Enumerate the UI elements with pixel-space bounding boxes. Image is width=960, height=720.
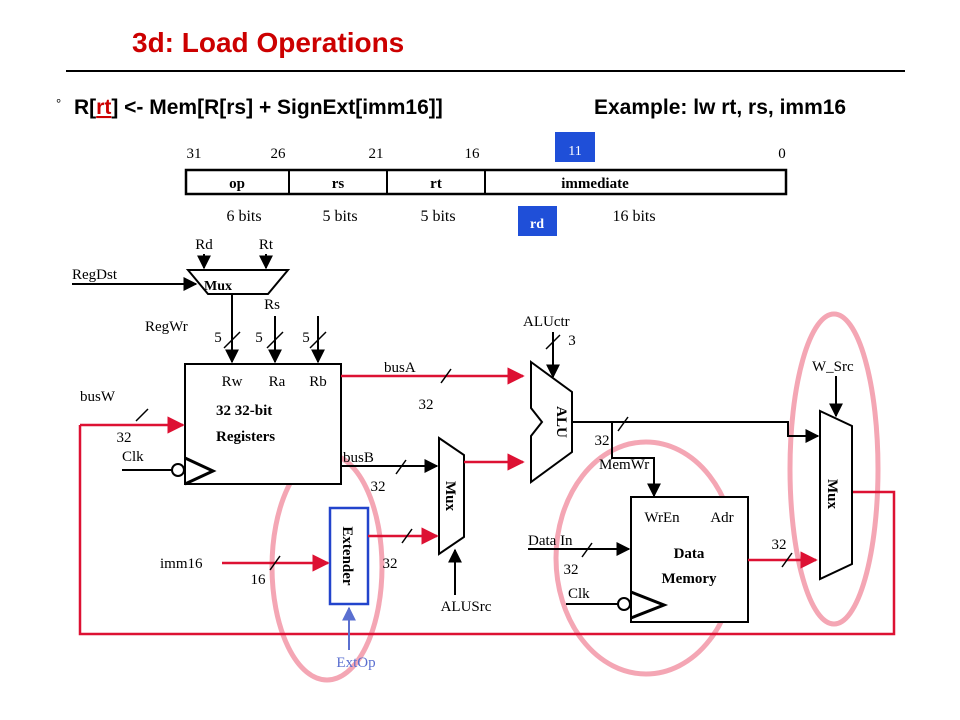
memory-output-width-32: 32 [772,537,787,553]
rtl-prefix: R[ [74,96,96,119]
writeback-feedback-wire [78,425,896,636]
bit-number-21: 21 [369,146,384,162]
adr-port-label: Adr [710,510,733,526]
bus-width-slash [401,528,413,544]
highlight-rd-label: rd [530,217,544,232]
width-rt: 5 bits [420,208,455,225]
example-instruction: Example: lw rt, rs, imm16 [594,96,846,119]
width-immediate: 16 bits [612,208,655,225]
field-immediate: immediate [561,176,629,192]
data-memory-title-line2: Memory [662,571,717,587]
alu-result-wire [572,421,661,498]
bus-width-slash [269,555,281,571]
bus-width-slash [545,334,561,350]
alusrc-mux [438,436,465,556]
wsrc-label: W_Src [812,359,854,375]
bus-width-slash [135,408,149,422]
ra-port-label: Ra [269,374,286,390]
wsrc-mux [819,409,853,581]
slide-title: 3d: Load Operations [132,27,404,58]
datain-width-32: 32 [564,562,579,578]
data-memory-clock-triangle [630,590,669,620]
data-memory-title-line1: Data [674,546,705,562]
field-rs: rs [332,176,345,192]
imm16-label: imm16 [160,556,203,572]
width-op: 6 bits [226,208,261,225]
rtl-statement: R[rt] <- Mem[R[rs] + SignExt[imm16]] [74,96,443,119]
extender-box [328,506,370,606]
rb-width-5: 5 [302,330,310,346]
alu-to-wsrc-mux-wire [612,421,820,443]
busw-label: busW [80,389,116,405]
regdst-mux-label: Mux [204,279,232,294]
field-op: op [229,176,245,192]
width-rs: 5 bits [322,208,357,225]
bus-width-slash [781,552,793,568]
field-rt: rt [430,176,442,192]
busa-label: busA [384,360,416,376]
ra-width-5: 5 [255,330,263,346]
aluctr-width-3: 3 [568,333,576,349]
alu [530,360,573,484]
bit-number-0: 0 [778,146,786,162]
wren-port-label: WrEn [644,510,680,526]
regfile-clk-label: Clk [122,449,144,465]
extender-width-32: 32 [383,556,398,572]
regdst-label: RegDst [72,267,118,283]
rb-port-label: Rb [309,374,327,390]
extop-label: ExtOp [336,655,375,671]
regfile-title-line1: 32 32-bit [216,403,272,419]
busb-width-32: 32 [371,479,386,495]
alu-label: ALU [553,406,569,438]
rt-label: Rt [259,237,274,253]
bus-width-slash [309,331,327,349]
register-file [184,363,342,485]
bus-width-slash [581,542,593,558]
busw-width-32: 32 [117,430,132,446]
data-memory-clk-label: Clk [568,586,590,602]
highlight-11-label: 11 [568,144,581,159]
alu-result-width-32: 32 [595,433,610,449]
bit-number-26: 26 [271,146,287,162]
regdst-mux [185,269,291,295]
highlight-11-box [555,132,595,162]
imm16-width-16: 16 [251,572,267,588]
regfile-clock-bubble [171,463,185,477]
busa-width-32: 32 [419,397,434,413]
memwr-label: MemWr [599,457,649,473]
highlight-rd-box [518,206,557,236]
bit-number-31: 31 [187,146,202,162]
bus-width-slash [266,331,284,349]
aluctr-label: ALUctr [523,314,570,330]
bus-width-slash [395,459,407,475]
rd-label: Rd [195,237,213,253]
bit-number-16: 16 [465,146,481,162]
regfile-title-line2: Registers [216,429,275,445]
rtl-rest: ] <- Mem[R[rs] + SignExt[imm16]] [111,96,442,119]
bus-width-slash [223,331,241,349]
alusrc-label: ALUSrc [441,599,492,615]
busb-label: busB [343,450,374,466]
bullet-marker: ° [56,96,61,111]
rw-port-label: Rw [222,374,243,390]
regwr-label: RegWr [145,319,188,335]
rtl-rt-highlight: rt [96,96,111,119]
data-memory-clock-bubble [617,597,631,611]
rs-label: Rs [264,297,280,313]
extender-label: Extender [339,526,355,586]
rw-width-5: 5 [214,330,222,346]
wsrc-mux-label: Mux [824,479,840,510]
regfile-clock-triangle [184,456,217,486]
bus-width-slash [617,416,629,432]
wsrc-mux-highlight-ellipse [787,311,881,627]
datain-label: Data In [528,533,573,549]
bus-width-slash [440,368,452,384]
alusrc-mux-label: Mux [442,481,458,512]
